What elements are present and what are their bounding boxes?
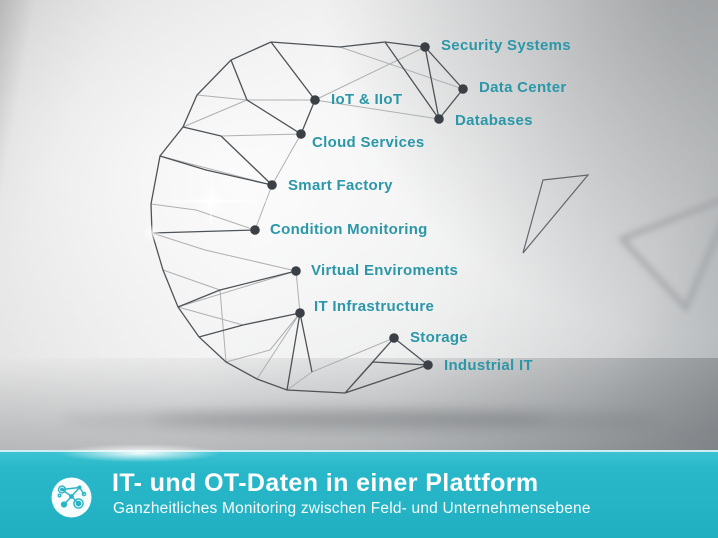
- node-dots: [250, 42, 468, 370]
- mesh-lines-light: [150, 46, 464, 391]
- banner-title: IT- und OT-Daten in einer Plattform: [112, 469, 539, 497]
- mesh-floor-shadow-core: [150, 411, 550, 427]
- dot-iot-iiot: [310, 95, 320, 105]
- scene-background: [0, 0, 718, 450]
- dot-condition-monitoring: [250, 225, 260, 235]
- node-label-iot-iiot: IoT & IIoT: [331, 91, 403, 108]
- node-label-virtual-enviroments: Virtual Enviroments: [311, 262, 459, 279]
- dot-data-center: [458, 84, 468, 94]
- node-label-it-infrastructure: IT Infrastructure: [314, 298, 435, 315]
- network-mesh: [60, 41, 718, 431]
- node-label-databases: Databases: [455, 112, 533, 129]
- lens-flare: [143, 178, 280, 242]
- node-label-smart-factory: Smart Factory: [288, 177, 393, 194]
- dot-virtual-enviroments: [291, 266, 301, 276]
- node-label-storage: Storage: [410, 329, 468, 346]
- dot-storage: [389, 333, 399, 343]
- node-label-data-center: Data Center: [479, 79, 567, 96]
- node-label-condition-monitoring: Condition Monitoring: [270, 221, 428, 238]
- network-molecule-icon: [51, 477, 92, 518]
- dot-security-systems: [420, 42, 430, 52]
- node-label-industrial-it: Industrial IT: [444, 357, 533, 374]
- dot-it-infrastructure: [295, 308, 305, 318]
- dot-smart-factory: [267, 180, 277, 190]
- dot-cloud-services: [296, 129, 306, 139]
- dot-industrial-it: [423, 360, 433, 370]
- node-label-cloud-services: Cloud Services: [312, 134, 425, 151]
- banner-subtitle: Ganzheitliches Monitoring zwischen Feld-…: [113, 500, 591, 517]
- triangle-sharp: [522, 174, 590, 254]
- floor-shadow-gradient: [0, 358, 718, 450]
- node-label-security-systems: Security Systems: [441, 37, 571, 54]
- triangle-blurred: [617, 198, 718, 313]
- dot-databases: [434, 114, 444, 124]
